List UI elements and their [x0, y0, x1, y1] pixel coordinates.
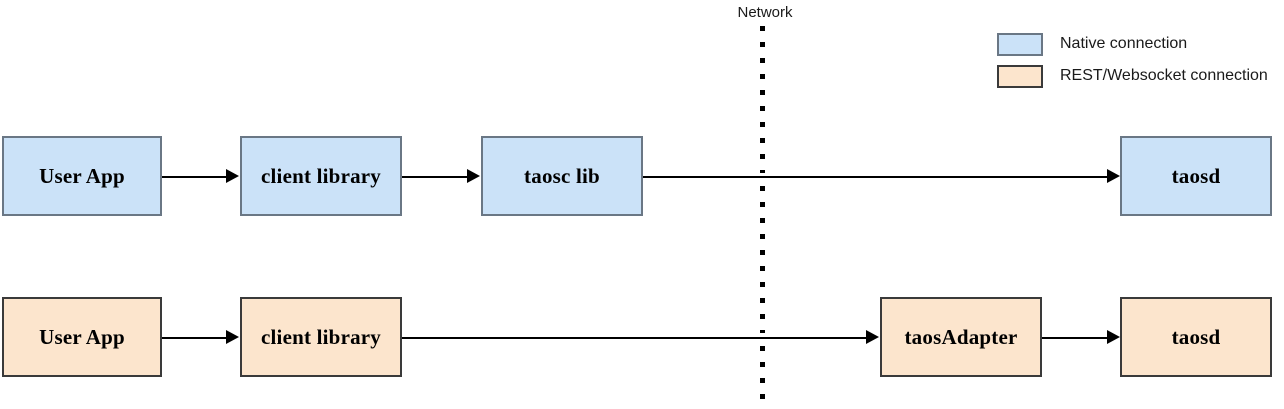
arrowhead-taosd-native	[1107, 169, 1120, 183]
legend-label-rest: REST/Websocket connection	[1060, 67, 1268, 84]
arrowhead-client-library-native	[226, 169, 239, 183]
network-divider-line-middle	[760, 186, 765, 333]
node-taos-adapter[interactable]: taosAdapter	[880, 297, 1042, 377]
legend-swatch-rest-icon	[997, 64, 1043, 88]
edge-user-app-to-client-library-native	[162, 176, 226, 178]
legend-label-native: Native connection	[1060, 35, 1188, 52]
arrowhead-client-library-rest	[226, 330, 239, 344]
node-client-library-native[interactable]: client library	[240, 136, 402, 216]
edge-client-library-to-taosc-lib	[402, 176, 467, 178]
legend-item-rest: REST/Websocket connection	[997, 64, 1268, 88]
edge-user-app-to-client-library-rest	[162, 337, 226, 339]
node-taosd-rest[interactable]: taosd	[1120, 297, 1272, 377]
node-user-app-rest[interactable]: User App	[2, 297, 162, 377]
arrowhead-taosc-lib	[467, 169, 480, 183]
node-taosd-native[interactable]: taosd	[1120, 136, 1272, 216]
arrowhead-taos-adapter	[866, 330, 879, 344]
edge-taos-adapter-to-taosd	[1042, 337, 1107, 339]
network-divider-line-bottom	[760, 346, 765, 409]
node-client-library-rest[interactable]: client library	[240, 297, 402, 377]
legend-item-native: Native connection	[997, 32, 1187, 56]
node-taosc-lib[interactable]: taosc lib	[481, 136, 643, 216]
network-divider-line-top	[760, 26, 765, 173]
edge-client-library-to-taos-adapter	[402, 337, 866, 339]
node-user-app-native[interactable]: User App	[2, 136, 162, 216]
edge-taosc-lib-to-taosd	[643, 176, 1107, 178]
legend-swatch-native-icon	[997, 32, 1043, 56]
network-divider-label: Network	[737, 4, 793, 21]
arrowhead-taosd-rest	[1107, 330, 1120, 344]
